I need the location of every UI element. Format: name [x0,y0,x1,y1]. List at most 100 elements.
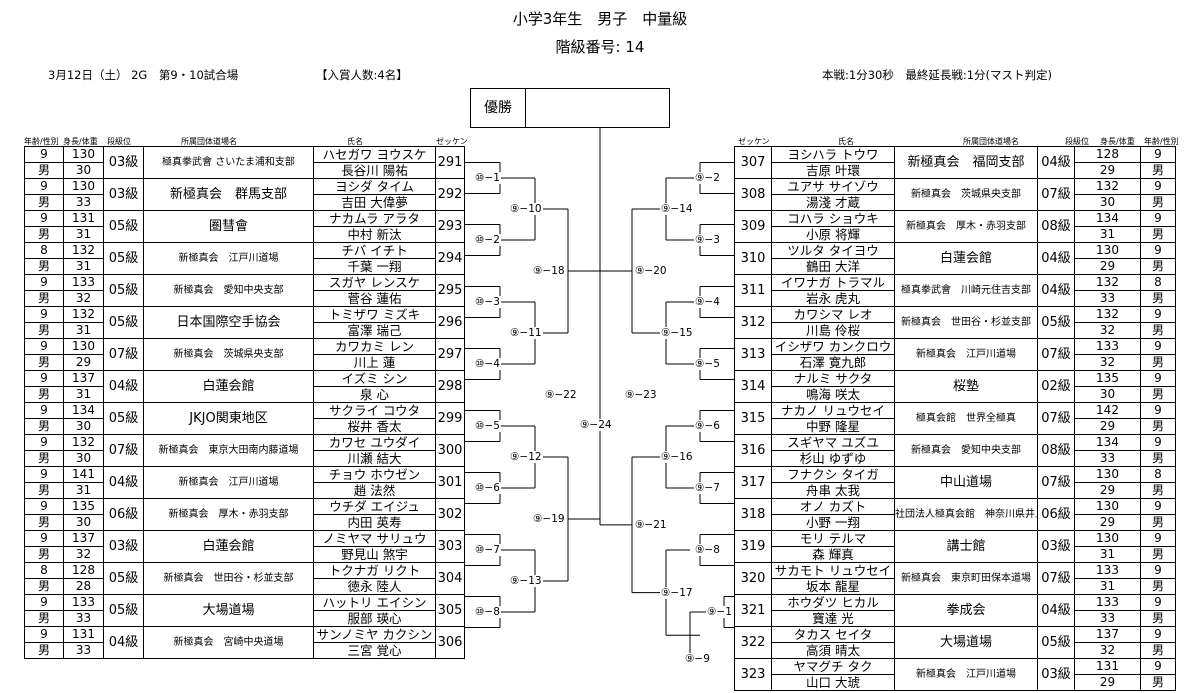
zekken-cell: 304 [435,562,465,595]
height-cell: 130 [1074,242,1141,259]
sex-cell: 男 [1140,546,1176,563]
match-label: ⑨−8 [694,544,721,556]
match-label: ⑩−5 [474,420,501,432]
match-label: ⑨−16 [660,451,694,463]
grade-cell: 05級 [1037,626,1075,659]
zekken-cell: 307 [734,146,772,179]
match-label: ⑩−4 [474,358,501,370]
zekken-cell: 298 [435,370,465,403]
sex-cell: 男 [1140,290,1176,307]
zekken-cell: 318 [734,498,772,531]
weight-cell: 33 [63,642,104,659]
weight-cell: 28 [63,578,104,595]
height-cell: 133 [63,594,104,611]
match-label: ⑨−14 [660,203,694,215]
zekken-cell: 316 [734,434,772,467]
zekken-cell: 303 [435,530,465,563]
name-cell: 高須 晴太 [771,642,895,659]
name-cell: 中村 新汰 [313,226,436,243]
kana-cell: スギヤマ ユズユ [771,434,895,451]
grade-cell: 08級 [1037,210,1075,243]
org-cell: 極真会館 世界全極真 [894,402,1038,435]
zekken-cell: 322 [734,626,772,659]
org-cell: 新極真会 世田谷・杉並支部 [143,562,314,595]
class-number: 階級番号: 14 [555,38,645,56]
org-cell: 新極真会 東京町田保本道場 [894,562,1038,595]
weight-cell: 29 [63,354,104,371]
weight-cell: 32 [63,290,104,307]
zekken-cell: 306 [435,626,465,659]
height-cell: 132 [63,434,104,451]
match-label: ⑨−18 [532,265,566,277]
org-cell: 拳成会 [894,594,1038,627]
kana-cell: ハットリ エイシン [313,594,436,611]
zekken-cell: 294 [435,242,465,275]
age-cell: 8 [1140,466,1176,483]
org-cell: 新極真会 世田谷・杉並支部 [894,306,1038,339]
height-cell: 137 [1074,626,1141,643]
name-cell: 山口 大琥 [771,674,895,691]
age-cell: 9 [1140,242,1176,259]
kana-cell: ヤマグチ タク [771,658,895,675]
org-cell: JKJO関東地区 [143,402,314,435]
match-rules: 本戦:1分30秒 最終延長戦:1分(マスト判定) [822,68,1052,82]
grade-cell: 04級 [1037,274,1075,307]
grade-cell: 03級 [1037,658,1075,691]
name-cell: 内田 英寿 [313,514,436,531]
grade-cell: 07級 [103,434,144,467]
zekken-cell: 301 [435,466,465,499]
zekken-cell: 302 [435,498,465,531]
grade-cell: 03級 [1037,530,1075,563]
org-cell: 新極真会 愛知中央支部 [143,274,314,307]
grade-cell: 05級 [103,242,144,275]
grade-cell: 05級 [103,274,144,307]
zekken-cell: 308 [734,178,772,211]
kana-cell: ナカムラ アラタ [313,210,436,227]
right-col-age-sex: 年齢/性別 [1144,137,1179,146]
match-label: ⑨−22 [544,389,578,401]
left-col-name: 氏名 [347,137,363,146]
match-label: ⑨−19 [532,513,566,525]
weight-cell: 33 [1074,290,1141,307]
match-label: ⑩−3 [474,296,501,308]
match-label: ⑩−1 [474,172,501,184]
match-label: ⑩−6 [474,482,501,494]
kana-cell: カワシマ レオ [771,306,895,323]
zekken-cell: 299 [435,402,465,435]
match-label: ⑨−20 [634,265,668,277]
right-col-org: 所属団体道場名 [963,137,1019,146]
right-col-height-weight: 身長/体重 [1100,137,1135,146]
name-cell: 野見山 煞宇 [313,546,436,563]
champion-label: 優勝 [471,89,526,127]
kana-cell: カワカミ レン [313,338,436,355]
zekken-cell: 309 [734,210,772,243]
sex-cell: 男 [1140,514,1176,531]
right-col-grade: 段級位 [1065,137,1089,146]
org-cell: 新極真会 江戸川道場 [894,658,1038,691]
grade-cell: 05級 [103,402,144,435]
match-label: ⑨−3 [694,234,721,246]
kana-cell: ナルミ サクタ [771,370,895,387]
zekken-cell: 300 [435,434,465,467]
left-col-height-weight: 身長/体重 [63,137,98,146]
weight-cell: 30 [1074,386,1141,403]
